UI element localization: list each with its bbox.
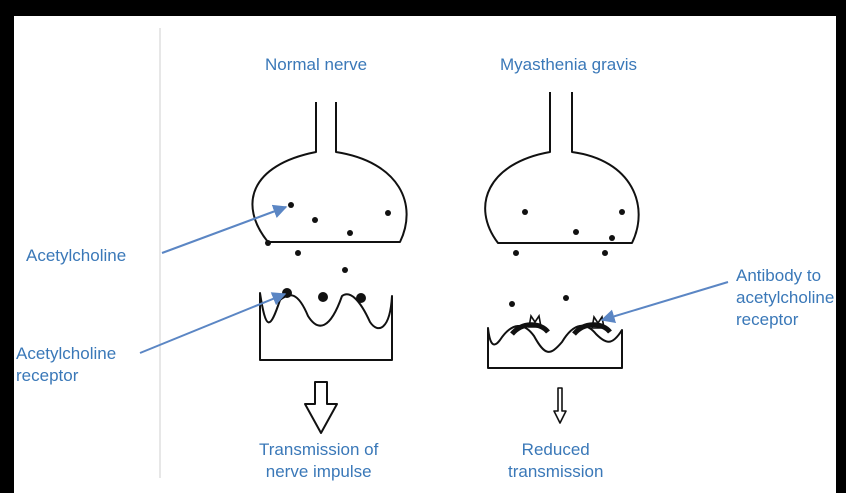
antibody-label: Antibody to acetylcholine receptor (736, 265, 834, 331)
antibody-label-line1: Antibody to (736, 265, 834, 287)
receptor-pointer (140, 294, 285, 353)
mg-outcome-line2: transmission (508, 461, 603, 483)
mg-vesicles (509, 209, 625, 307)
mg-outcome-arrow (554, 388, 566, 423)
mg-receptor-membrane (488, 325, 622, 368)
receptor-label-line1: Acetylcholine (16, 343, 116, 365)
antibody-pointer (602, 282, 728, 320)
normal-outcome-label: Transmission of nerve impulse (259, 439, 378, 483)
antibody-label-line3: receptor (736, 309, 834, 331)
acetylcholine-pointer (162, 207, 286, 253)
normal-outcome-line1: Transmission of (259, 439, 378, 461)
normal-nerve-title: Normal nerve (265, 54, 367, 76)
mg-nerve-terminal (485, 92, 638, 243)
antibody-shapes (529, 316, 604, 328)
normal-nerve-terminal (252, 102, 406, 242)
diagram-canvas: Normal nerve Myasthenia gravis Acetylcho… (14, 16, 836, 493)
antibody-label-line2: acetylcholine (736, 287, 834, 309)
acetylcholine-label: Acetylcholine (26, 245, 126, 267)
myasthenia-gravis-title: Myasthenia gravis (500, 54, 637, 76)
mg-outcome-line1: Reduced (508, 439, 603, 461)
diagram-drawing (14, 16, 836, 493)
normal-receptor-membrane (260, 288, 392, 360)
mg-outcome-label: Reduced transmission (508, 439, 603, 483)
normal-outcome-line2: nerve impulse (259, 461, 378, 483)
normal-vesicles (265, 202, 391, 273)
receptor-label-line2: receptor (16, 365, 116, 387)
receptor-label: Acetylcholine receptor (16, 343, 116, 387)
normal-outcome-arrow (305, 382, 337, 433)
